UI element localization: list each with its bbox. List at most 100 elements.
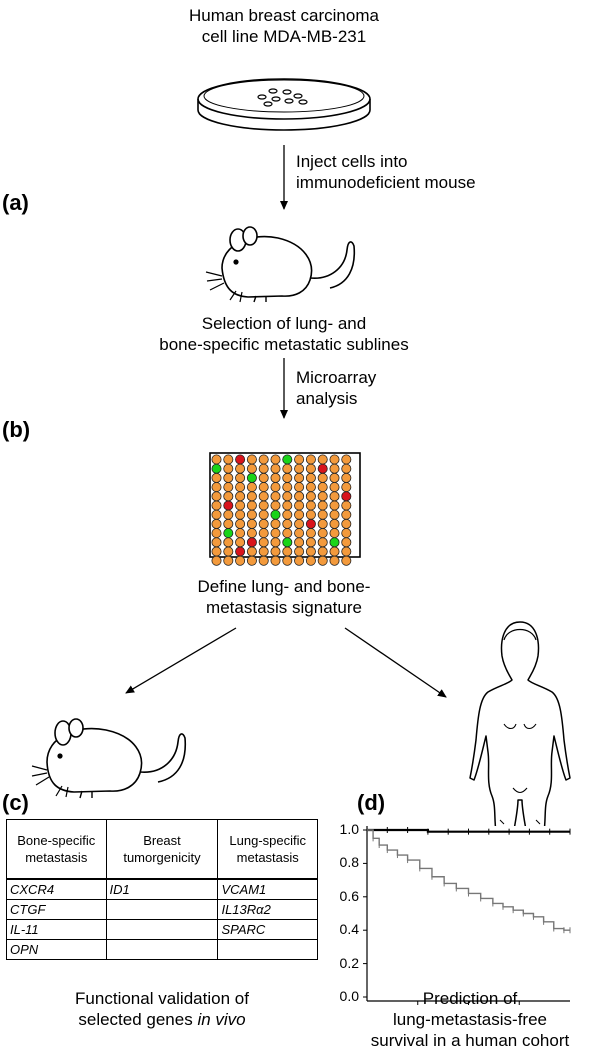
microarray-spot <box>235 546 246 557</box>
table-cell <box>105 919 219 940</box>
microarray-spot <box>294 528 305 539</box>
table-cell <box>217 939 318 960</box>
step-selection-line2: bone-specific metastatic sublines <box>159 335 409 354</box>
microarray-spot <box>305 555 316 566</box>
microarray-spot <box>235 509 246 520</box>
microarray-spot <box>258 454 269 465</box>
microarray-spot <box>246 454 257 465</box>
microarray-spot <box>305 472 316 483</box>
microarray-spot <box>211 528 222 539</box>
microarray-spot <box>294 518 305 529</box>
step-signature-text: Define lung- and bone- metastasis signat… <box>134 576 434 618</box>
microarray-spot <box>294 491 305 502</box>
microarray-spot <box>270 555 281 566</box>
table-cell: CXCR4 <box>6 878 107 900</box>
microarray-spot <box>317 454 328 465</box>
microarray-spot <box>235 555 246 566</box>
microarray-spot <box>270 472 281 483</box>
microarray-spot <box>211 491 222 502</box>
table-row: CTGF IL13Rα2 <box>6 899 318 920</box>
microarray-spot <box>341 528 352 539</box>
microarray-spot <box>282 482 293 493</box>
microarray-spot <box>211 454 222 465</box>
header-bone-line1: Bone-specific <box>17 833 96 848</box>
top-title-line1: Human breast carcinoma <box>189 6 379 25</box>
microarray-spot <box>235 528 246 539</box>
microarray-spot <box>223 546 234 557</box>
microarray-spot <box>270 546 281 557</box>
chart-y-tick-label: 0.4 <box>339 921 359 938</box>
microarray-spot <box>235 518 246 529</box>
microarray-spot <box>282 491 293 502</box>
microarray-spot <box>294 509 305 520</box>
microarray-spot <box>246 500 257 511</box>
table-cell: OPN <box>6 939 107 960</box>
microarray-spot <box>270 518 281 529</box>
panel-label-c: (c) <box>2 790 29 815</box>
step-microarray-line2: analysis <box>296 389 358 408</box>
microarray-spot <box>258 555 269 566</box>
microarray-spot <box>235 491 246 502</box>
microarray-spot <box>294 454 305 465</box>
microarray-spot <box>341 555 352 566</box>
caption-c-line2-prefix: selected genes <box>78 1010 198 1029</box>
table-cell: ID1 <box>105 878 219 900</box>
table-cell <box>105 939 219 960</box>
microarray-spot <box>305 509 316 520</box>
microarray-spot <box>282 500 293 511</box>
microarray-spot <box>235 482 246 493</box>
microarray-spot <box>329 528 340 539</box>
microarray-spot <box>270 528 281 539</box>
microarray-spot <box>211 537 222 548</box>
step-inject-line1: Inject cells into <box>296 152 408 171</box>
microarray-spot <box>294 472 305 483</box>
microarray-spot <box>270 454 281 465</box>
caption-c-line2: selected genes in vivo <box>6 1009 318 1030</box>
microarray-spot <box>317 500 328 511</box>
microarray-spot <box>211 546 222 557</box>
microarray-spot <box>282 528 293 539</box>
microarray-spot <box>305 518 316 529</box>
mouse-icon <box>205 226 356 303</box>
microarray-spot <box>329 537 340 548</box>
microarray-spot <box>282 454 293 465</box>
microarray-spot <box>246 463 257 474</box>
microarray-spot <box>223 454 234 465</box>
step-selection-line1: Selection of lung- and <box>201 314 367 333</box>
step-inject-line2: immunodeficient mouse <box>296 173 476 192</box>
header-bone-line2: metastasis <box>25 850 88 865</box>
microarray-spot <box>329 482 340 493</box>
microarray-spot <box>211 509 222 520</box>
panel-label-d: (d) <box>357 790 386 815</box>
microarray-spot <box>341 463 352 474</box>
microarray-spot <box>223 463 234 474</box>
microarray-spot <box>341 482 352 493</box>
microarray-spot <box>235 500 246 511</box>
chart-y-tick-label: 0.0 <box>339 988 359 1004</box>
microarray-spot <box>246 509 257 520</box>
microarray-spot <box>258 491 269 502</box>
microarray-spot <box>211 518 222 529</box>
chart-y-tick-label: 0.6 <box>339 887 359 904</box>
table-row: CXCR4 ID1 VCAM1 <box>6 878 318 900</box>
microarray-spot <box>246 491 257 502</box>
microarray-spot <box>294 546 305 557</box>
microarray-spot <box>258 546 269 557</box>
microarray-spot <box>258 518 269 529</box>
caption-d-line3: survival in a human cohort <box>370 1031 570 1050</box>
microarray-spot <box>258 509 269 520</box>
microarray-spot <box>235 454 246 465</box>
microarray-spot <box>258 482 269 493</box>
step-microarray-line1: Microarray <box>296 368 377 387</box>
microarray-spot <box>329 555 340 566</box>
panel-label-a: (a) <box>2 190 29 215</box>
microarray-spot <box>223 482 234 493</box>
microarray-spot <box>317 546 328 557</box>
microarray-spot <box>282 472 293 483</box>
microarray-spot <box>305 454 316 465</box>
header-lung-line1: Lung-specific <box>229 833 307 848</box>
microarray-spot <box>282 546 293 557</box>
top-title: Human breast carcinoma cell line MDA-MB-… <box>134 5 434 47</box>
caption-d-line2: lung-metastasis-free <box>392 1010 547 1029</box>
microarray-spot <box>223 500 234 511</box>
